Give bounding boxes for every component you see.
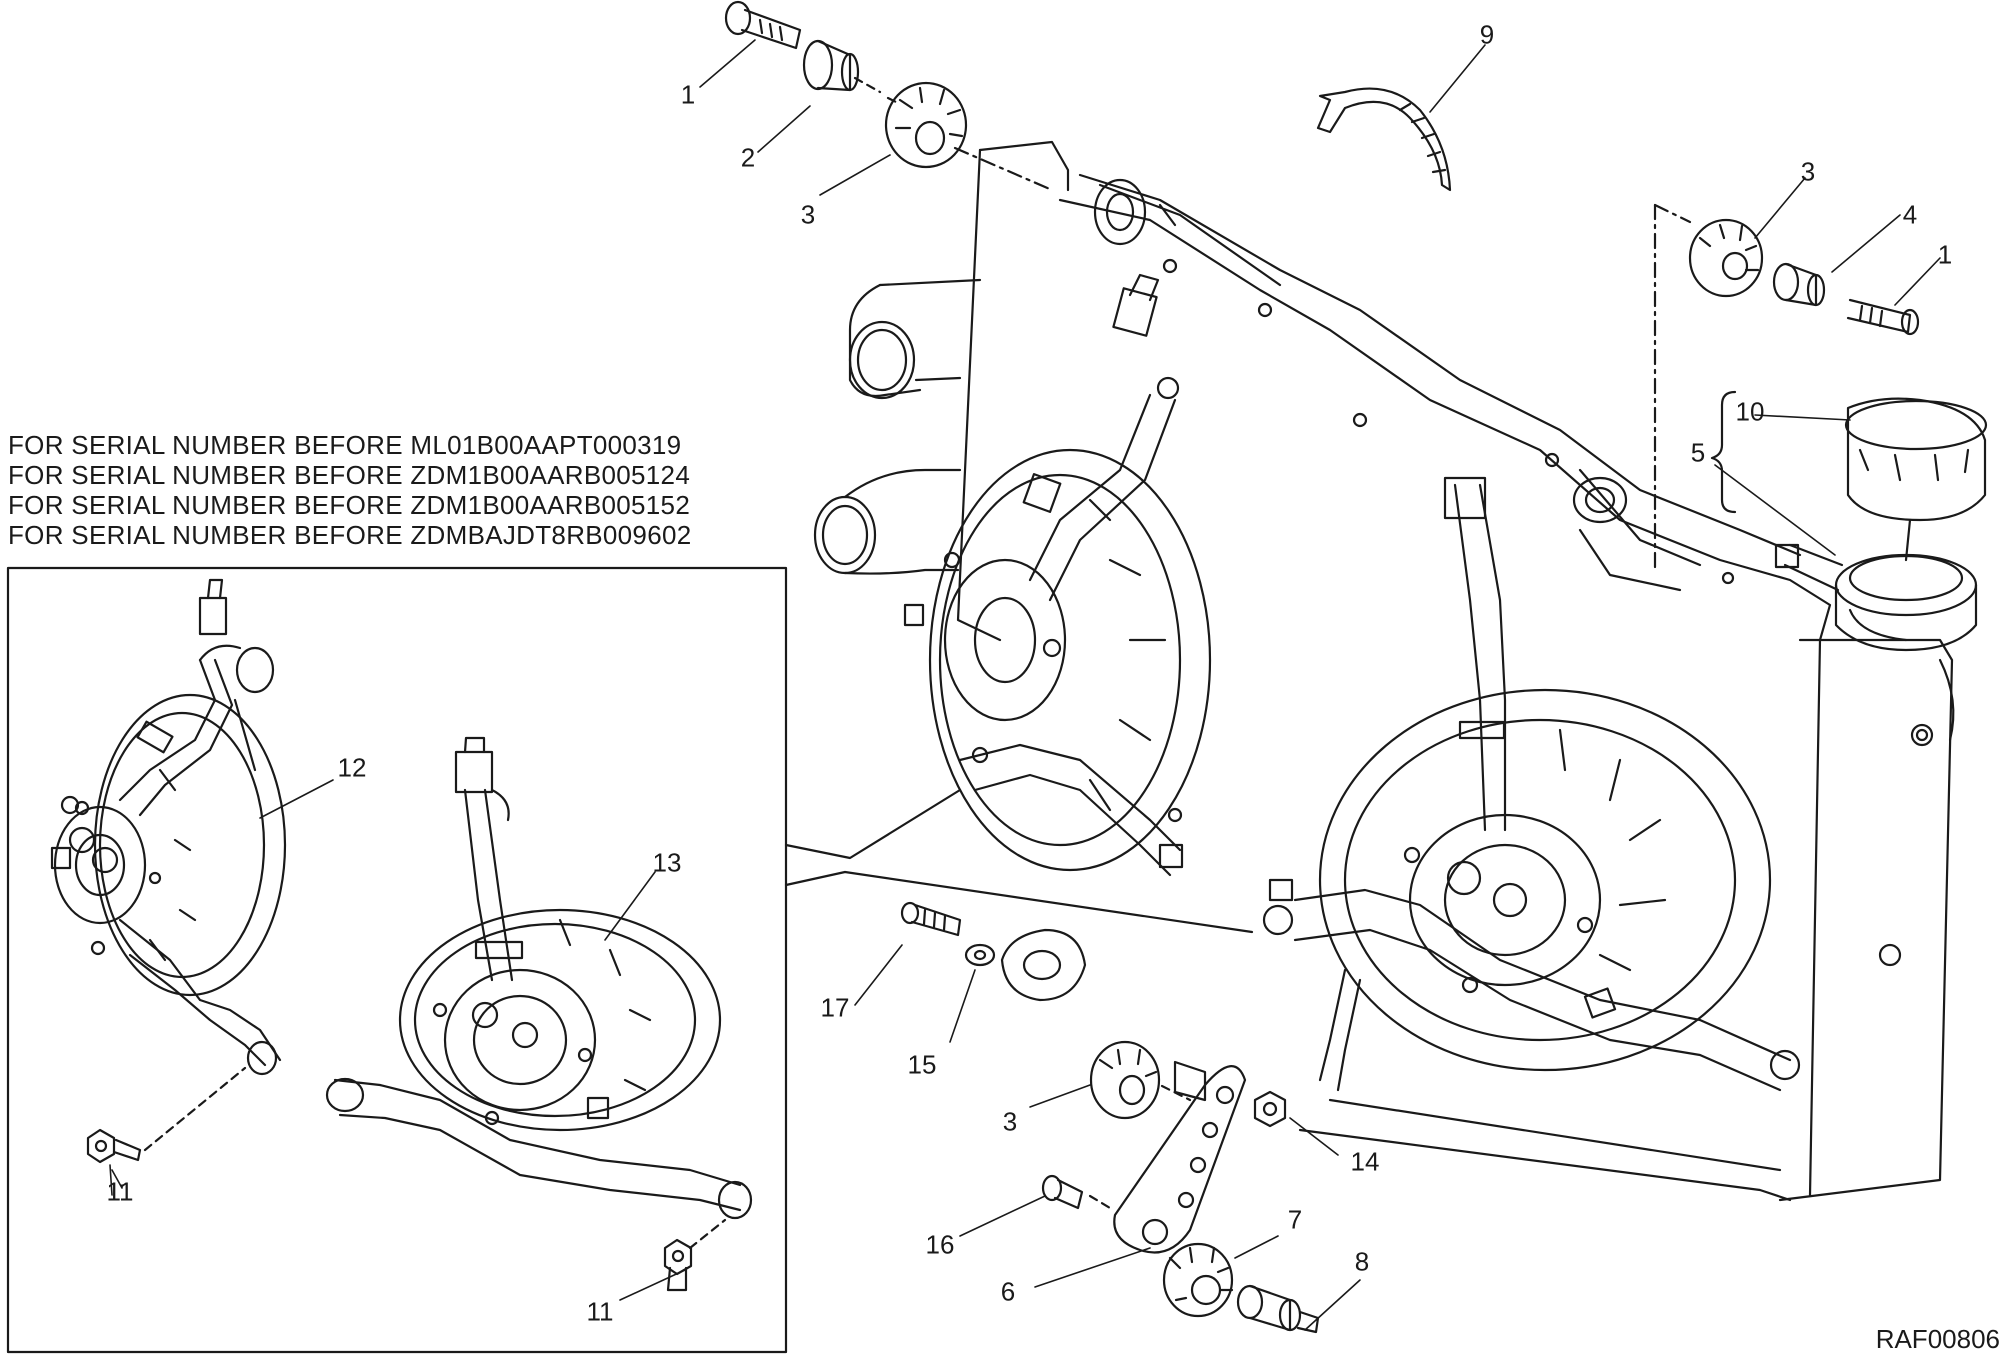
radiator-core: [956, 140, 1955, 1202]
group-bracket-5: [1710, 390, 1737, 514]
left-fan: [903, 393, 1212, 877]
callout-4: 4: [1902, 199, 1918, 230]
callout-1-top-left: 1: [680, 79, 696, 110]
callout-14: 14: [1350, 1146, 1380, 1177]
callout-7: 7: [1287, 1204, 1303, 1235]
inset-frame: [6, 566, 1254, 1354]
inset-bolt-11a: [86, 1066, 247, 1164]
callout-1-top-right: 1: [1937, 239, 1953, 270]
top-right-hardware: [1653, 203, 1920, 572]
drawing-code: RAF00806: [1875, 1324, 2000, 1354]
inset-fan-12: [50, 578, 287, 1076]
hose-pipes: [813, 278, 982, 575]
callout-15: 15: [907, 1049, 937, 1080]
callout-11-inset-right: 11: [586, 1296, 614, 1327]
callout-13: 13: [652, 847, 682, 878]
right-fan: [1262, 476, 1801, 1092]
bottom-hardware: [900, 901, 1320, 1334]
callout-12: 12: [337, 752, 367, 783]
top-left-hardware: [724, 0, 1054, 192]
clamp-strap: [1316, 87, 1452, 192]
callout-8: 8: [1354, 1246, 1370, 1277]
serial-note-1: FOR SERIAL NUMBER BEFORE ML01B00AAPT0003…: [8, 430, 682, 460]
serial-number-notes: FOR SERIAL NUMBER BEFORE ML01B00AAPT0003…: [8, 430, 691, 550]
inset-bolt-11b: [663, 1218, 727, 1292]
callout-3-top-left: 3: [800, 199, 816, 230]
top-bracket: [1058, 173, 1832, 642]
callout-3-top-right: 3: [1800, 156, 1816, 187]
leader-lines: [109, 39, 1941, 1331]
callout-17: 17: [820, 992, 850, 1023]
serial-note-4: FOR SERIAL NUMBER BEFORE ZDMBAJDT8RB0096…: [8, 520, 692, 550]
serial-note-2: FOR SERIAL NUMBER BEFORE ZDM1B00AARB0051…: [8, 460, 691, 490]
inset-fan-13: [325, 736, 753, 1220]
callout-6: 6: [1000, 1276, 1016, 1307]
serial-note-3: FOR SERIAL NUMBER BEFORE ZDM1B00AARB0051…: [8, 490, 691, 520]
callout-9: 9: [1479, 19, 1495, 50]
expansion-tank: [1774, 397, 1988, 652]
callout-11-inset-left: 11: [106, 1176, 134, 1207]
fan-connector-left: [1112, 273, 1180, 400]
callout-2: 2: [740, 142, 756, 173]
callout-3-bottom: 3: [1002, 1106, 1018, 1137]
callout-10: 10: [1735, 396, 1765, 427]
callout-16: 16: [925, 1229, 955, 1260]
callout-5: 5: [1690, 437, 1706, 468]
